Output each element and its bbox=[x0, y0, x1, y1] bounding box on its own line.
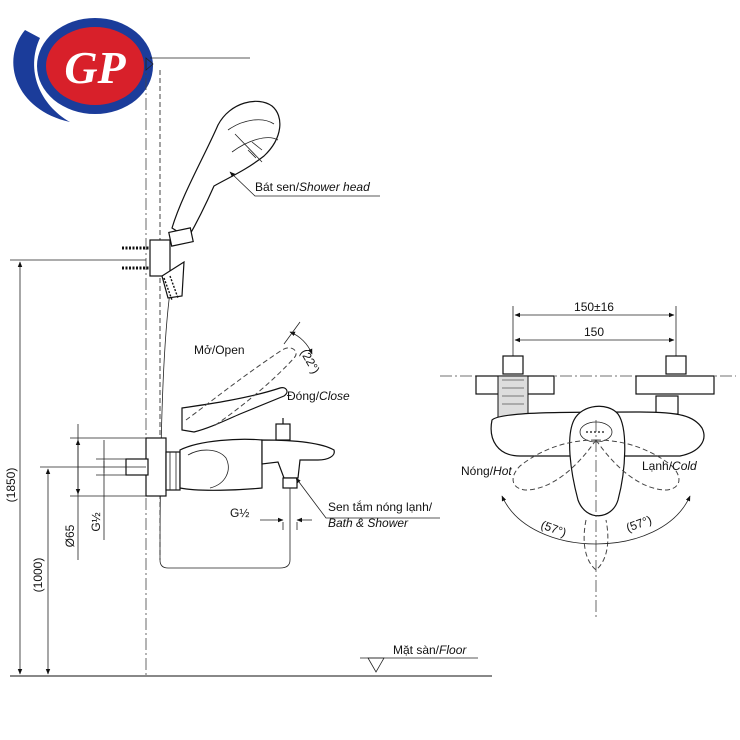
hot-angle-dim: (57°) bbox=[539, 518, 568, 540]
bath-shower-leader bbox=[295, 477, 440, 519]
bath-shower-label-vi: Sen tắm nóng lạnh/ bbox=[328, 499, 433, 514]
floor-label: Mặt sàn/Floor bbox=[393, 643, 467, 657]
floor-marker bbox=[367, 657, 385, 673]
lever-angle-arc bbox=[289, 331, 313, 355]
vertical-dimensions: (1850) (1000) Ø65 G½ bbox=[4, 259, 146, 677]
lever-hot-position bbox=[512, 439, 597, 491]
shower-head bbox=[171, 100, 281, 239]
rotation-arc bbox=[501, 495, 691, 545]
right-inlet bbox=[635, 355, 715, 415]
logo-fill bbox=[46, 27, 144, 105]
lever-angle-text: (22°) bbox=[297, 347, 322, 377]
logo-text: GP bbox=[64, 42, 126, 93]
flange-diameter-dim: Ø65 bbox=[63, 524, 77, 547]
shower-head-leader bbox=[229, 171, 380, 197]
gp-logo: GP bbox=[13, 18, 153, 122]
logo-swoosh bbox=[13, 30, 70, 122]
shower-head-label: Bát sen/Shower head bbox=[255, 180, 370, 194]
top-marker bbox=[145, 57, 154, 71]
close-label: Đóng/Close bbox=[287, 389, 350, 403]
lever-closed bbox=[181, 387, 288, 433]
total-height-dim: (1850) bbox=[4, 468, 18, 503]
width-tolerance-dim: 150±16 bbox=[574, 300, 614, 314]
left-inlet bbox=[475, 355, 555, 421]
spout-thread-dim: G½ bbox=[230, 506, 249, 520]
shower-holder bbox=[122, 227, 194, 301]
cold-angle-dim: (57°) bbox=[624, 513, 653, 535]
cold-label: Lạnh/Cold bbox=[642, 459, 697, 473]
width-dim: 150 bbox=[584, 325, 604, 339]
top-view: 150±16 150 (57°) (57°) bbox=[440, 300, 736, 620]
top-view-lever bbox=[569, 405, 626, 517]
inlet-thread-dim: G½ bbox=[89, 512, 103, 531]
mixer-height-dim: (1000) bbox=[31, 558, 45, 593]
open-label: Mở/Open bbox=[194, 343, 245, 357]
side-view: Bát sen/Shower head bbox=[4, 57, 492, 678]
shower-hose bbox=[159, 291, 291, 569]
lever-cold-position bbox=[595, 439, 680, 491]
hot-label: Nóng/Hot bbox=[461, 464, 512, 478]
bath-shower-label-en: Bath & Shower bbox=[328, 516, 409, 530]
mixer-body bbox=[125, 418, 335, 520]
